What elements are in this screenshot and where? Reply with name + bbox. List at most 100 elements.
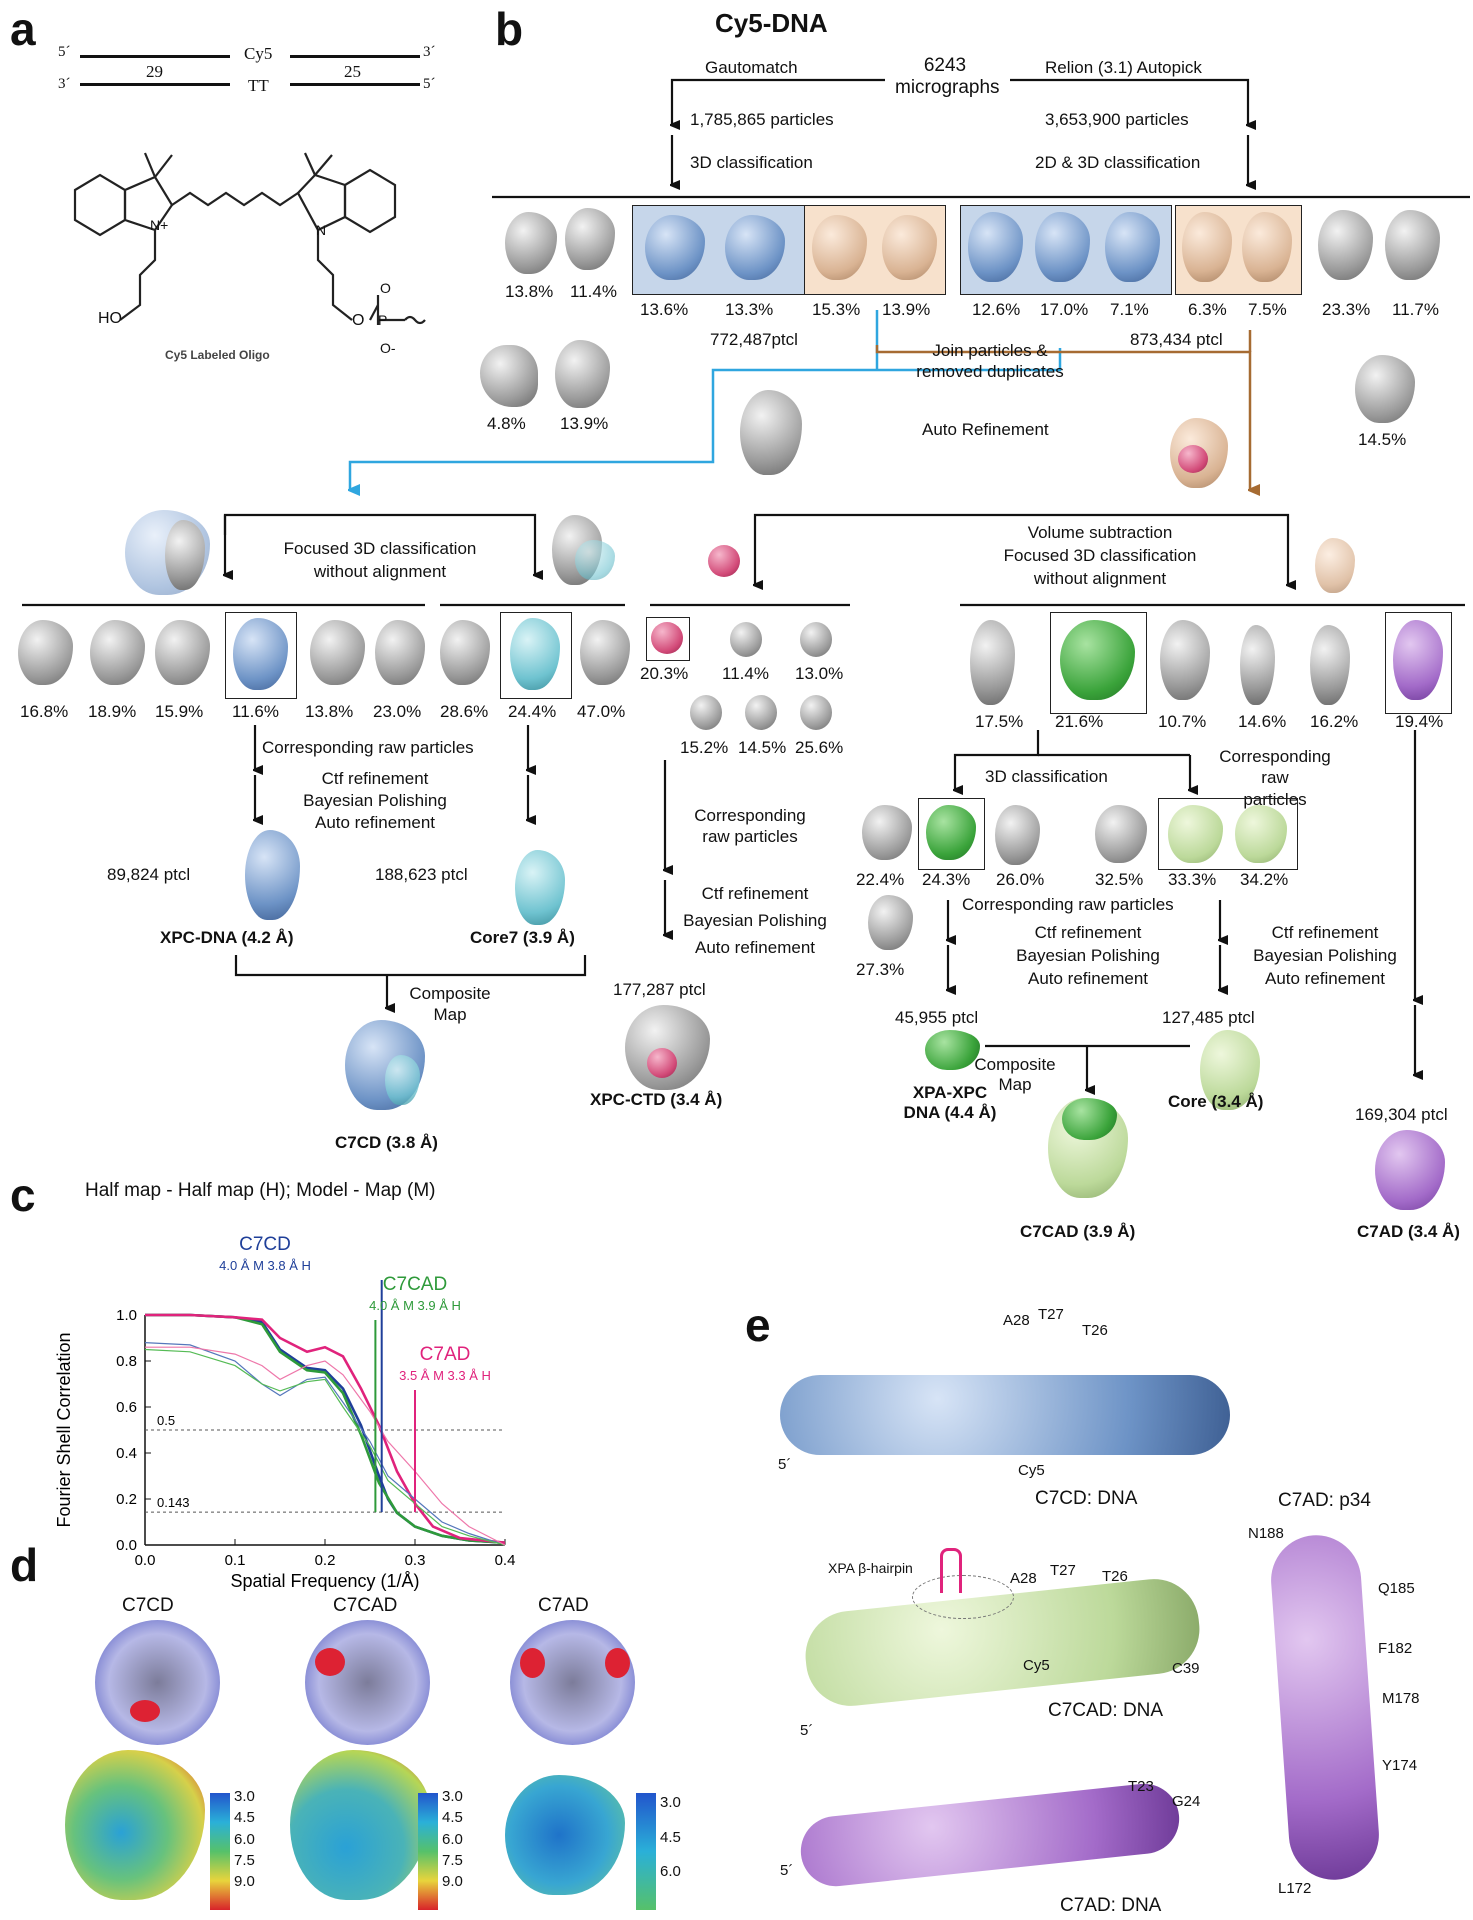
strand-top-left [80,55,230,58]
map-xpa-xpc-dna [925,1030,980,1070]
classification-right: 2D & 3D classification [1035,153,1201,172]
percent-label: 17.5% [975,712,1024,731]
map-c7ad [1375,1130,1445,1210]
series-annotation: C7CD [239,1234,291,1255]
particles-772: 772,487ptcl [710,330,798,349]
percent-label: 26.0% [996,870,1045,889]
map-class [440,620,490,685]
scale-tick: 9.0 [442,1873,463,1891]
n-plus-atom: N+ [150,217,169,233]
corresponding-raw-r2: Corresponding raw particles [962,895,1174,914]
core-result: Core (3.4 Å) [1168,1092,1264,1111]
selected-class-box [646,617,690,661]
particles-188: 188,623 ptcl [375,865,468,884]
p34-helix-density [1268,1532,1382,1883]
map-class [812,215,867,280]
selected-class-box [1385,612,1452,714]
corresponding-raw-particles-mid: Corresponding raw particles [694,806,806,847]
residue-t26: T26 [1082,1322,1108,1339]
percent-label: 13.8% [505,282,554,301]
percent-label: 11.7% [1392,300,1439,319]
percent-label: 32.5% [1095,870,1144,889]
volume-subtraction-text: Volume subtraction Focused 3D classifica… [1003,523,1197,588]
percent-label: 14.5% [1358,430,1407,449]
map-class [730,622,762,657]
percent-label: 27.3% [856,960,905,979]
percent-label: 28.6% [440,702,489,721]
percent-label: 7.5% [1248,300,1287,319]
selected-class-box [918,798,985,870]
map-class [868,895,913,950]
map-core [1200,1030,1260,1110]
map-core7 [515,850,565,925]
cy5-structure-diagram [73,152,426,325]
series-annotation: C7CAD [383,1274,447,1295]
particles-169: 169,304 ptcl [1355,1105,1448,1124]
map-class [1385,210,1440,280]
strand-tt-label: TT [248,76,269,95]
residue-t26: T26 [1102,1568,1128,1585]
map-class [480,345,538,407]
particles-127: 127,485 ptcl [1162,1008,1255,1027]
fsc-series-line [144,1342,506,1546]
map-class [1242,212,1292,282]
map-class [1355,355,1415,423]
workflow-title: Cy5-DNA [715,8,828,38]
x-tick-label: 0.0 [135,1552,156,1569]
map-subtracted-mask [1315,538,1355,593]
panel-label-d: d [10,1539,39,1591]
strand-length-29: 29 [146,62,163,81]
c7cd-result: C7CD (3.8 Å) [335,1133,438,1152]
strand-bot-left [80,83,230,86]
particles-89: 89,824 ptcl [107,865,191,884]
map-focus-region [1178,445,1208,473]
strand-cy5-label: Cy5 [244,44,273,63]
percent-label: 24.3% [922,870,971,889]
map-class [505,212,557,274]
percent-label: 13.3% [725,300,774,319]
percent-label: 17.0% [1040,300,1089,319]
map-class [745,695,777,730]
cy5-label: Cy5 [1023,1657,1050,1674]
map-mask-xpc [165,520,205,590]
angular-distribution-c7cad [305,1620,430,1745]
y-tick-label: 0.4 [116,1445,137,1462]
panel-label-c: c [10,1169,36,1221]
panel-label-e: e [745,1299,771,1351]
angular-distribution-c7cd [95,1620,220,1745]
map-class [1182,212,1232,282]
map-class [995,805,1040,865]
label-c7cd: C7CD [122,1595,174,1616]
o-label: O [352,312,365,329]
y-tick-label: 0.8 [116,1353,137,1370]
five-prime: 5´ [778,1456,792,1473]
resolution-scale-bar [636,1793,656,1910]
orientation-hotspot [605,1648,630,1678]
strand-bot-5: 5´ [423,76,436,92]
map-class [968,212,1023,282]
dna-caption-c7cd: C7CD: DNA [1035,1488,1138,1509]
classification-left: 3D classification [690,153,813,172]
strand-length-25: 25 [344,62,361,81]
local-resolution-c7cd [65,1750,205,1900]
map-refined-consensus [740,390,802,475]
x-tick-label: 0.2 [315,1552,336,1569]
strand-top-5: 5´ [58,44,71,60]
composite-map-right: Composite Map [974,1055,1056,1095]
strand-bot-right [290,83,420,86]
scale-tick: 9.0 [234,1873,255,1891]
scale-tick: 6.0 [234,1830,255,1848]
n-atom: N [316,222,327,238]
map-class [155,620,210,685]
xpa-hairpin-label: XPA β-hairpin [828,1560,913,1576]
scale-tick: 4.5 [234,1809,255,1827]
strand-bot-3: 3´ [58,76,71,92]
particles-873: 873,434 ptcl [1130,330,1223,349]
map-class [1318,210,1373,280]
xpc-ctd-result: XPC-CTD (3.4 Å) [590,1090,723,1109]
resolution-values: 4.0 Å M 3.9 Å H [369,1298,461,1313]
label-c7ad: C7AD [538,1595,589,1616]
map-class-selected [1393,620,1443,700]
dna-density-c7ad [797,1780,1183,1890]
percent-label: 34.2% [1240,870,1289,889]
